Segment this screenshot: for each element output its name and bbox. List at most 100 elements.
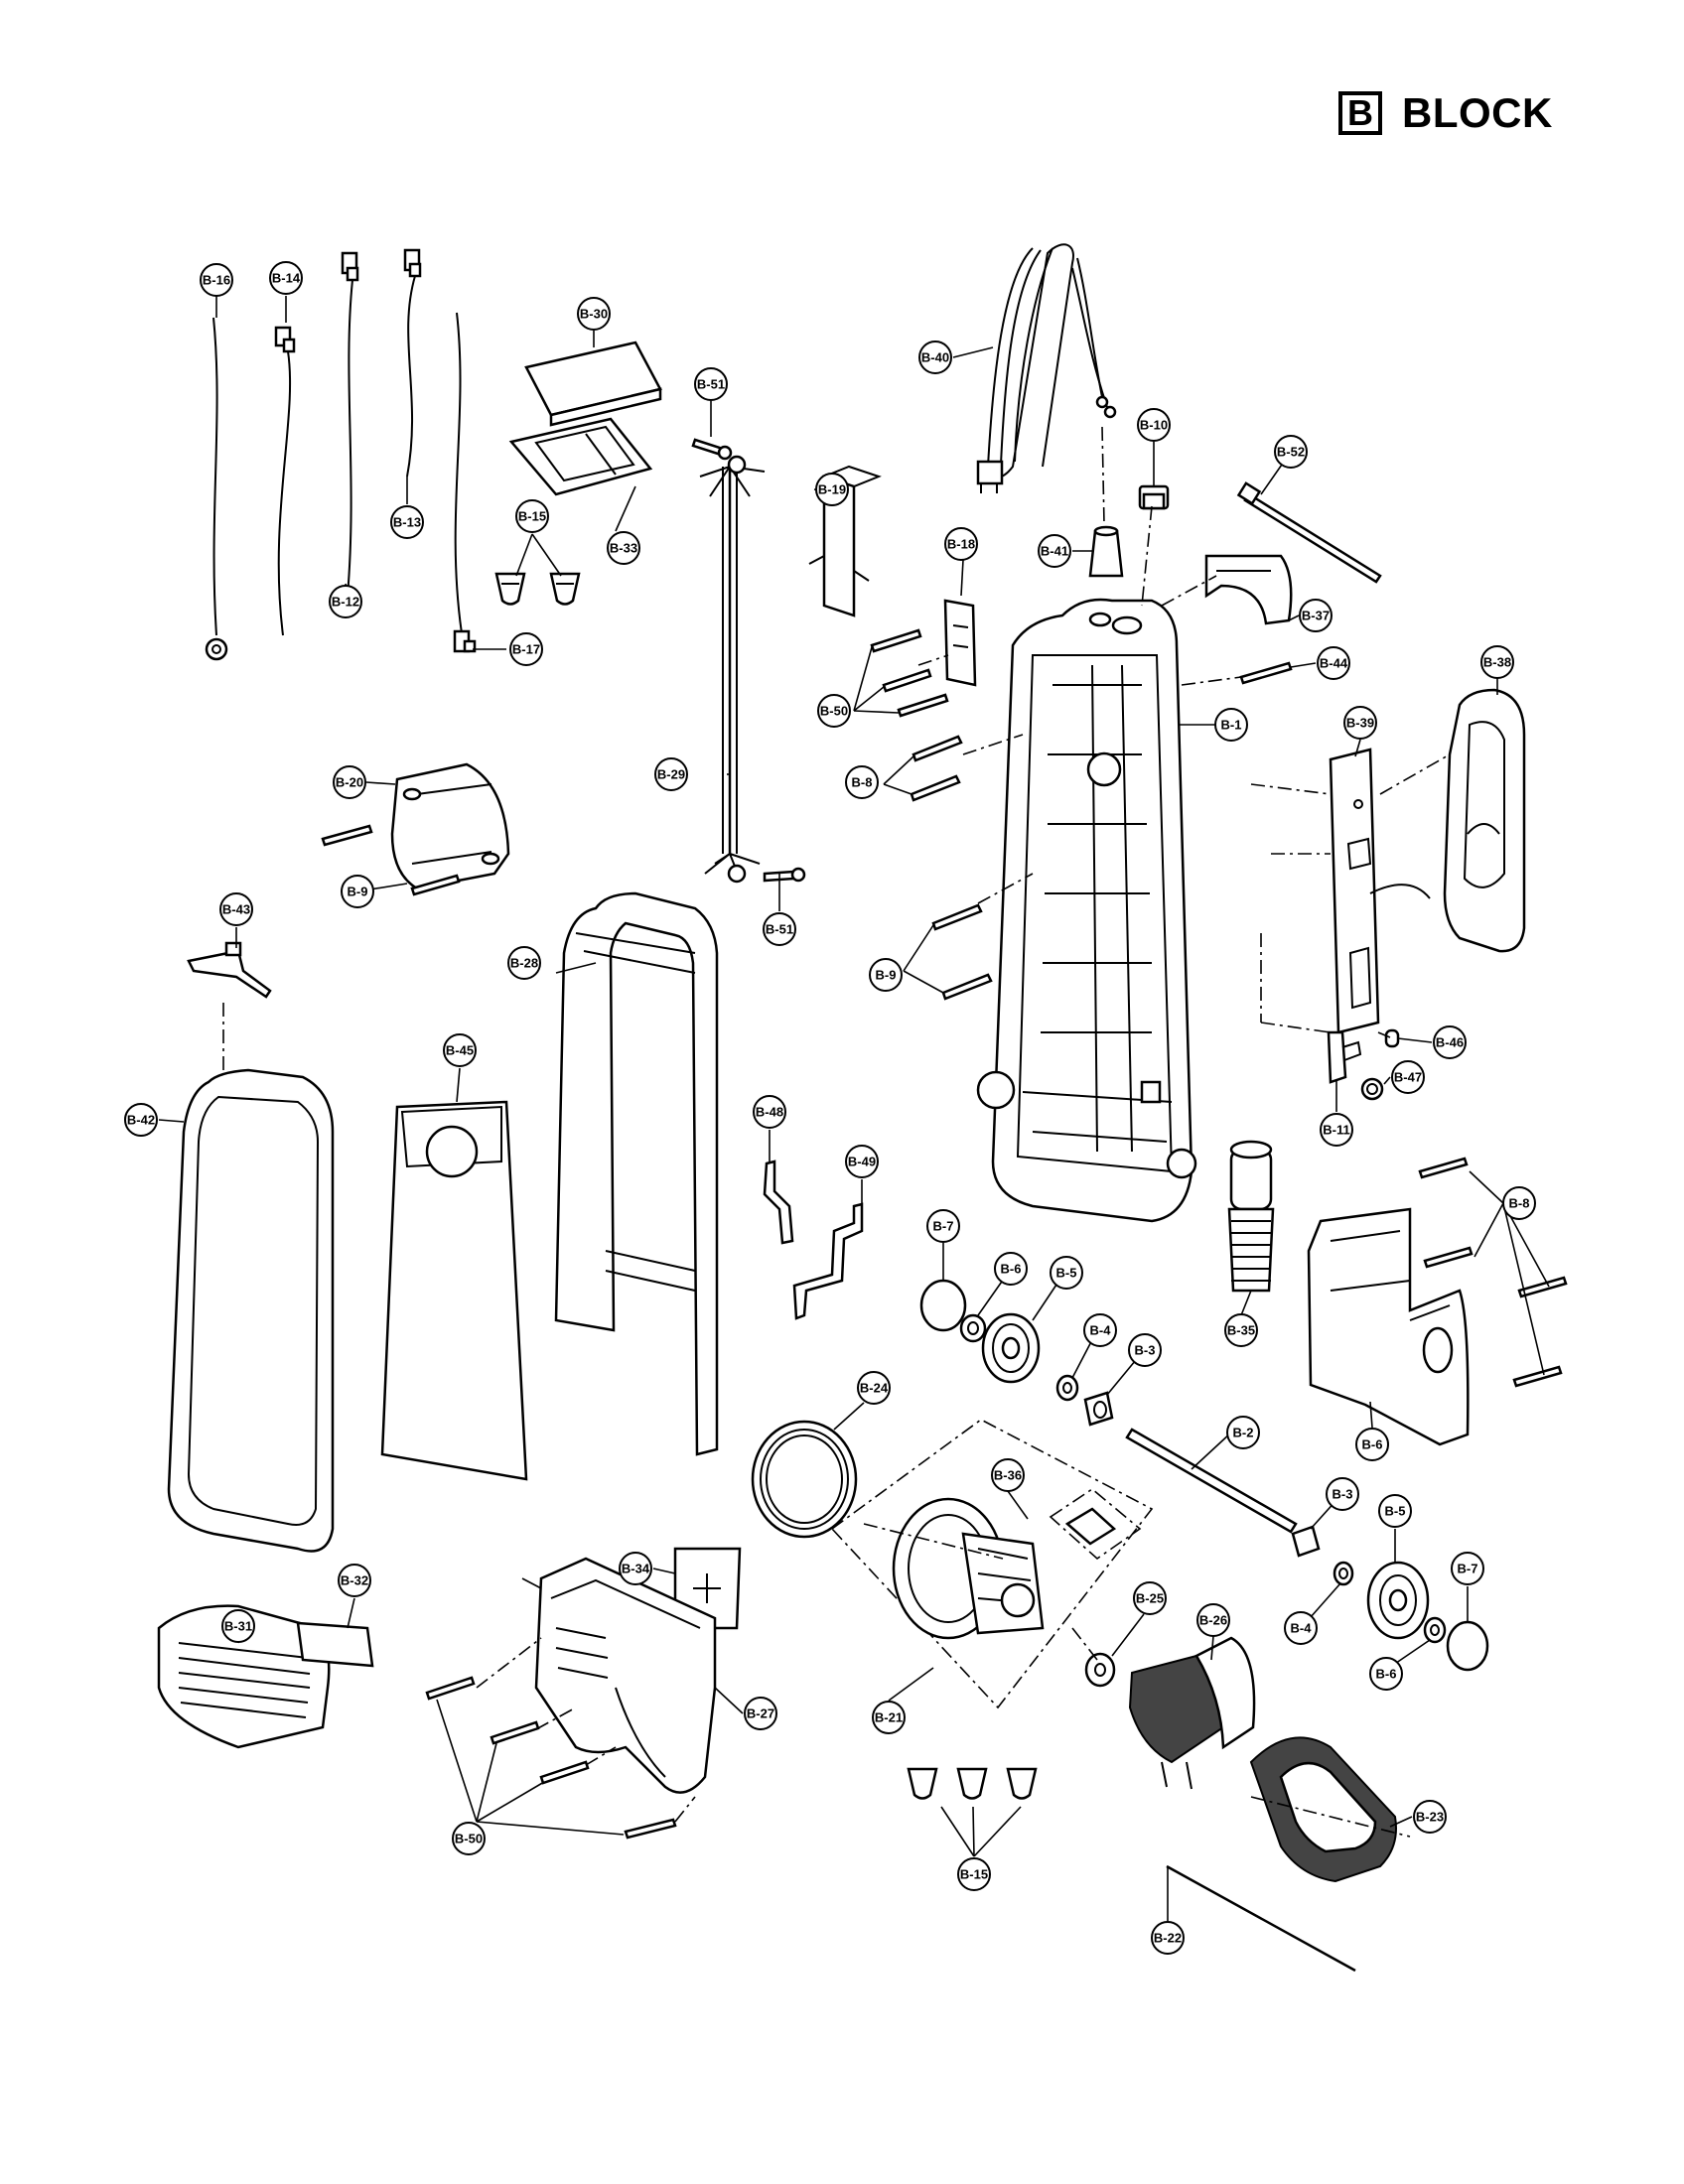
callout-b21: B-21 bbox=[872, 1701, 906, 1734]
seal-b7-right bbox=[1446, 1620, 1489, 1672]
clip-b18 bbox=[943, 599, 977, 687]
svg-text:B-20: B-20 bbox=[336, 775, 363, 790]
svg-text:B-28: B-28 bbox=[510, 956, 538, 971]
agitator-b26 bbox=[1128, 1636, 1256, 1790]
callout-b9-housing: B-9 bbox=[869, 958, 903, 992]
callout-b22: B-22 bbox=[1151, 1921, 1185, 1955]
svg-text:B-6: B-6 bbox=[1376, 1667, 1397, 1682]
svg-text:B-6: B-6 bbox=[1001, 1262, 1022, 1277]
assembly-lines bbox=[222, 426, 1451, 1838]
screw-b44 bbox=[1239, 661, 1293, 685]
callout-b7-left: B-7 bbox=[926, 1209, 960, 1243]
svg-text:B-2: B-2 bbox=[1233, 1426, 1254, 1440]
callout-b44: B-44 bbox=[1317, 646, 1350, 680]
washer-b6-right bbox=[1423, 1616, 1447, 1644]
filter-frame-b33 bbox=[508, 417, 653, 496]
hose-b35 bbox=[1227, 1140, 1275, 1293]
fan-hub-b25 bbox=[1084, 1652, 1116, 1688]
callout-b39: B-39 bbox=[1343, 706, 1377, 740]
callout-b32: B-32 bbox=[338, 1564, 371, 1597]
svg-text:B-14: B-14 bbox=[272, 271, 301, 286]
callout-b48: B-48 bbox=[753, 1095, 786, 1129]
svg-text:B-21: B-21 bbox=[875, 1710, 903, 1725]
bag-frame-b28 bbox=[554, 891, 719, 1456]
washer-b4-right bbox=[1333, 1561, 1354, 1586]
callout-b50-top: B-50 bbox=[817, 694, 851, 728]
callout-b23: B-23 bbox=[1413, 1800, 1447, 1834]
svg-text:B-27: B-27 bbox=[747, 1706, 774, 1721]
svg-text:B-4: B-4 bbox=[1291, 1621, 1313, 1636]
back-plate-b39 bbox=[1329, 748, 1431, 1034]
callout-b13: B-13 bbox=[390, 505, 424, 539]
svg-text:B-43: B-43 bbox=[222, 902, 250, 917]
callout-b11: B-11 bbox=[1320, 1113, 1353, 1147]
svg-text:B-7: B-7 bbox=[933, 1219, 954, 1234]
svg-text:B-8: B-8 bbox=[1509, 1196, 1530, 1211]
svg-text:B-42: B-42 bbox=[127, 1113, 155, 1128]
svg-text:B-37: B-37 bbox=[1302, 609, 1330, 623]
callout-b40: B-40 bbox=[918, 341, 952, 374]
callout-b8-upper: B-8 bbox=[845, 765, 879, 799]
wire-harness-b29 bbox=[699, 455, 766, 884]
leader-lines bbox=[158, 296, 1550, 1921]
block-header: B BLOCK bbox=[1338, 87, 1553, 139]
callout-b5-left: B-5 bbox=[1050, 1256, 1083, 1290]
svg-text:B-17: B-17 bbox=[512, 642, 540, 657]
svg-text:B-3: B-3 bbox=[1333, 1487, 1353, 1502]
svg-text:B-13: B-13 bbox=[393, 515, 421, 530]
screw-set-b9-left bbox=[321, 824, 461, 896]
clip-b43 bbox=[187, 941, 272, 999]
callout-b2: B-2 bbox=[1226, 1416, 1260, 1449]
callout-b6-left: B-6 bbox=[994, 1252, 1028, 1286]
callout-b46: B-46 bbox=[1433, 1025, 1467, 1059]
svg-text:B-33: B-33 bbox=[610, 541, 637, 556]
callout-b5-right: B-5 bbox=[1378, 1494, 1412, 1528]
small-part-b46 bbox=[1384, 1028, 1400, 1048]
brush-b36 bbox=[1049, 1488, 1142, 1561]
callout-b37: B-37 bbox=[1299, 599, 1333, 632]
svg-text:B-39: B-39 bbox=[1346, 716, 1374, 731]
callout-b33: B-33 bbox=[607, 531, 640, 565]
callout-b9-left: B-9 bbox=[341, 875, 374, 908]
svg-text:B-12: B-12 bbox=[332, 595, 359, 610]
svg-text:B-29: B-29 bbox=[657, 767, 685, 782]
svg-text:B-26: B-26 bbox=[1199, 1613, 1227, 1628]
svg-text:B-47: B-47 bbox=[1394, 1070, 1422, 1085]
callout-b7-right: B-7 bbox=[1451, 1552, 1484, 1585]
svg-text:B-44: B-44 bbox=[1320, 656, 1348, 671]
screw-set-b8 bbox=[1418, 1157, 1568, 1388]
callout-b1: B-1 bbox=[1214, 708, 1248, 742]
cover-b20 bbox=[390, 762, 510, 890]
filter-b30 bbox=[524, 341, 662, 427]
screw-set-b50-bottom bbox=[425, 1676, 677, 1840]
callout-b49: B-49 bbox=[845, 1145, 879, 1178]
svg-text:B-50: B-50 bbox=[455, 1832, 483, 1846]
main-housing-b1 bbox=[976, 598, 1197, 1223]
block-letter-box: B bbox=[1338, 91, 1382, 135]
callout-b34: B-34 bbox=[619, 1552, 652, 1585]
svg-text:B-6: B-6 bbox=[1362, 1437, 1383, 1452]
svg-text:B-3: B-3 bbox=[1135, 1343, 1156, 1358]
callout-b14: B-14 bbox=[269, 261, 303, 295]
screw-b51-bottom bbox=[763, 867, 806, 883]
svg-text:B-35: B-35 bbox=[1227, 1323, 1255, 1338]
callout-b24: B-24 bbox=[857, 1371, 891, 1405]
callout-b28: B-28 bbox=[507, 946, 541, 980]
wire-lead-b13 bbox=[403, 248, 422, 478]
lower-housing-b27 bbox=[534, 1557, 717, 1794]
svg-text:B-51: B-51 bbox=[766, 922, 793, 937]
shaft-b2 bbox=[1125, 1428, 1298, 1534]
side-housing-b8 bbox=[1307, 1207, 1470, 1446]
callout-b18: B-18 bbox=[944, 527, 978, 561]
screw-set-b50-top bbox=[870, 628, 949, 718]
svg-text:B-18: B-18 bbox=[947, 537, 975, 552]
svg-text:B-45: B-45 bbox=[446, 1043, 474, 1058]
svg-text:B-51: B-51 bbox=[697, 377, 725, 392]
svg-text:B-15: B-15 bbox=[960, 1867, 988, 1882]
svg-text:B-38: B-38 bbox=[1483, 655, 1511, 670]
wire-lead-b17 bbox=[453, 312, 477, 653]
svg-text:B-52: B-52 bbox=[1277, 445, 1305, 460]
callout-b52: B-52 bbox=[1274, 435, 1308, 469]
callout-b45: B-45 bbox=[443, 1033, 477, 1067]
callout-b8-right: B-8 bbox=[1502, 1186, 1536, 1220]
